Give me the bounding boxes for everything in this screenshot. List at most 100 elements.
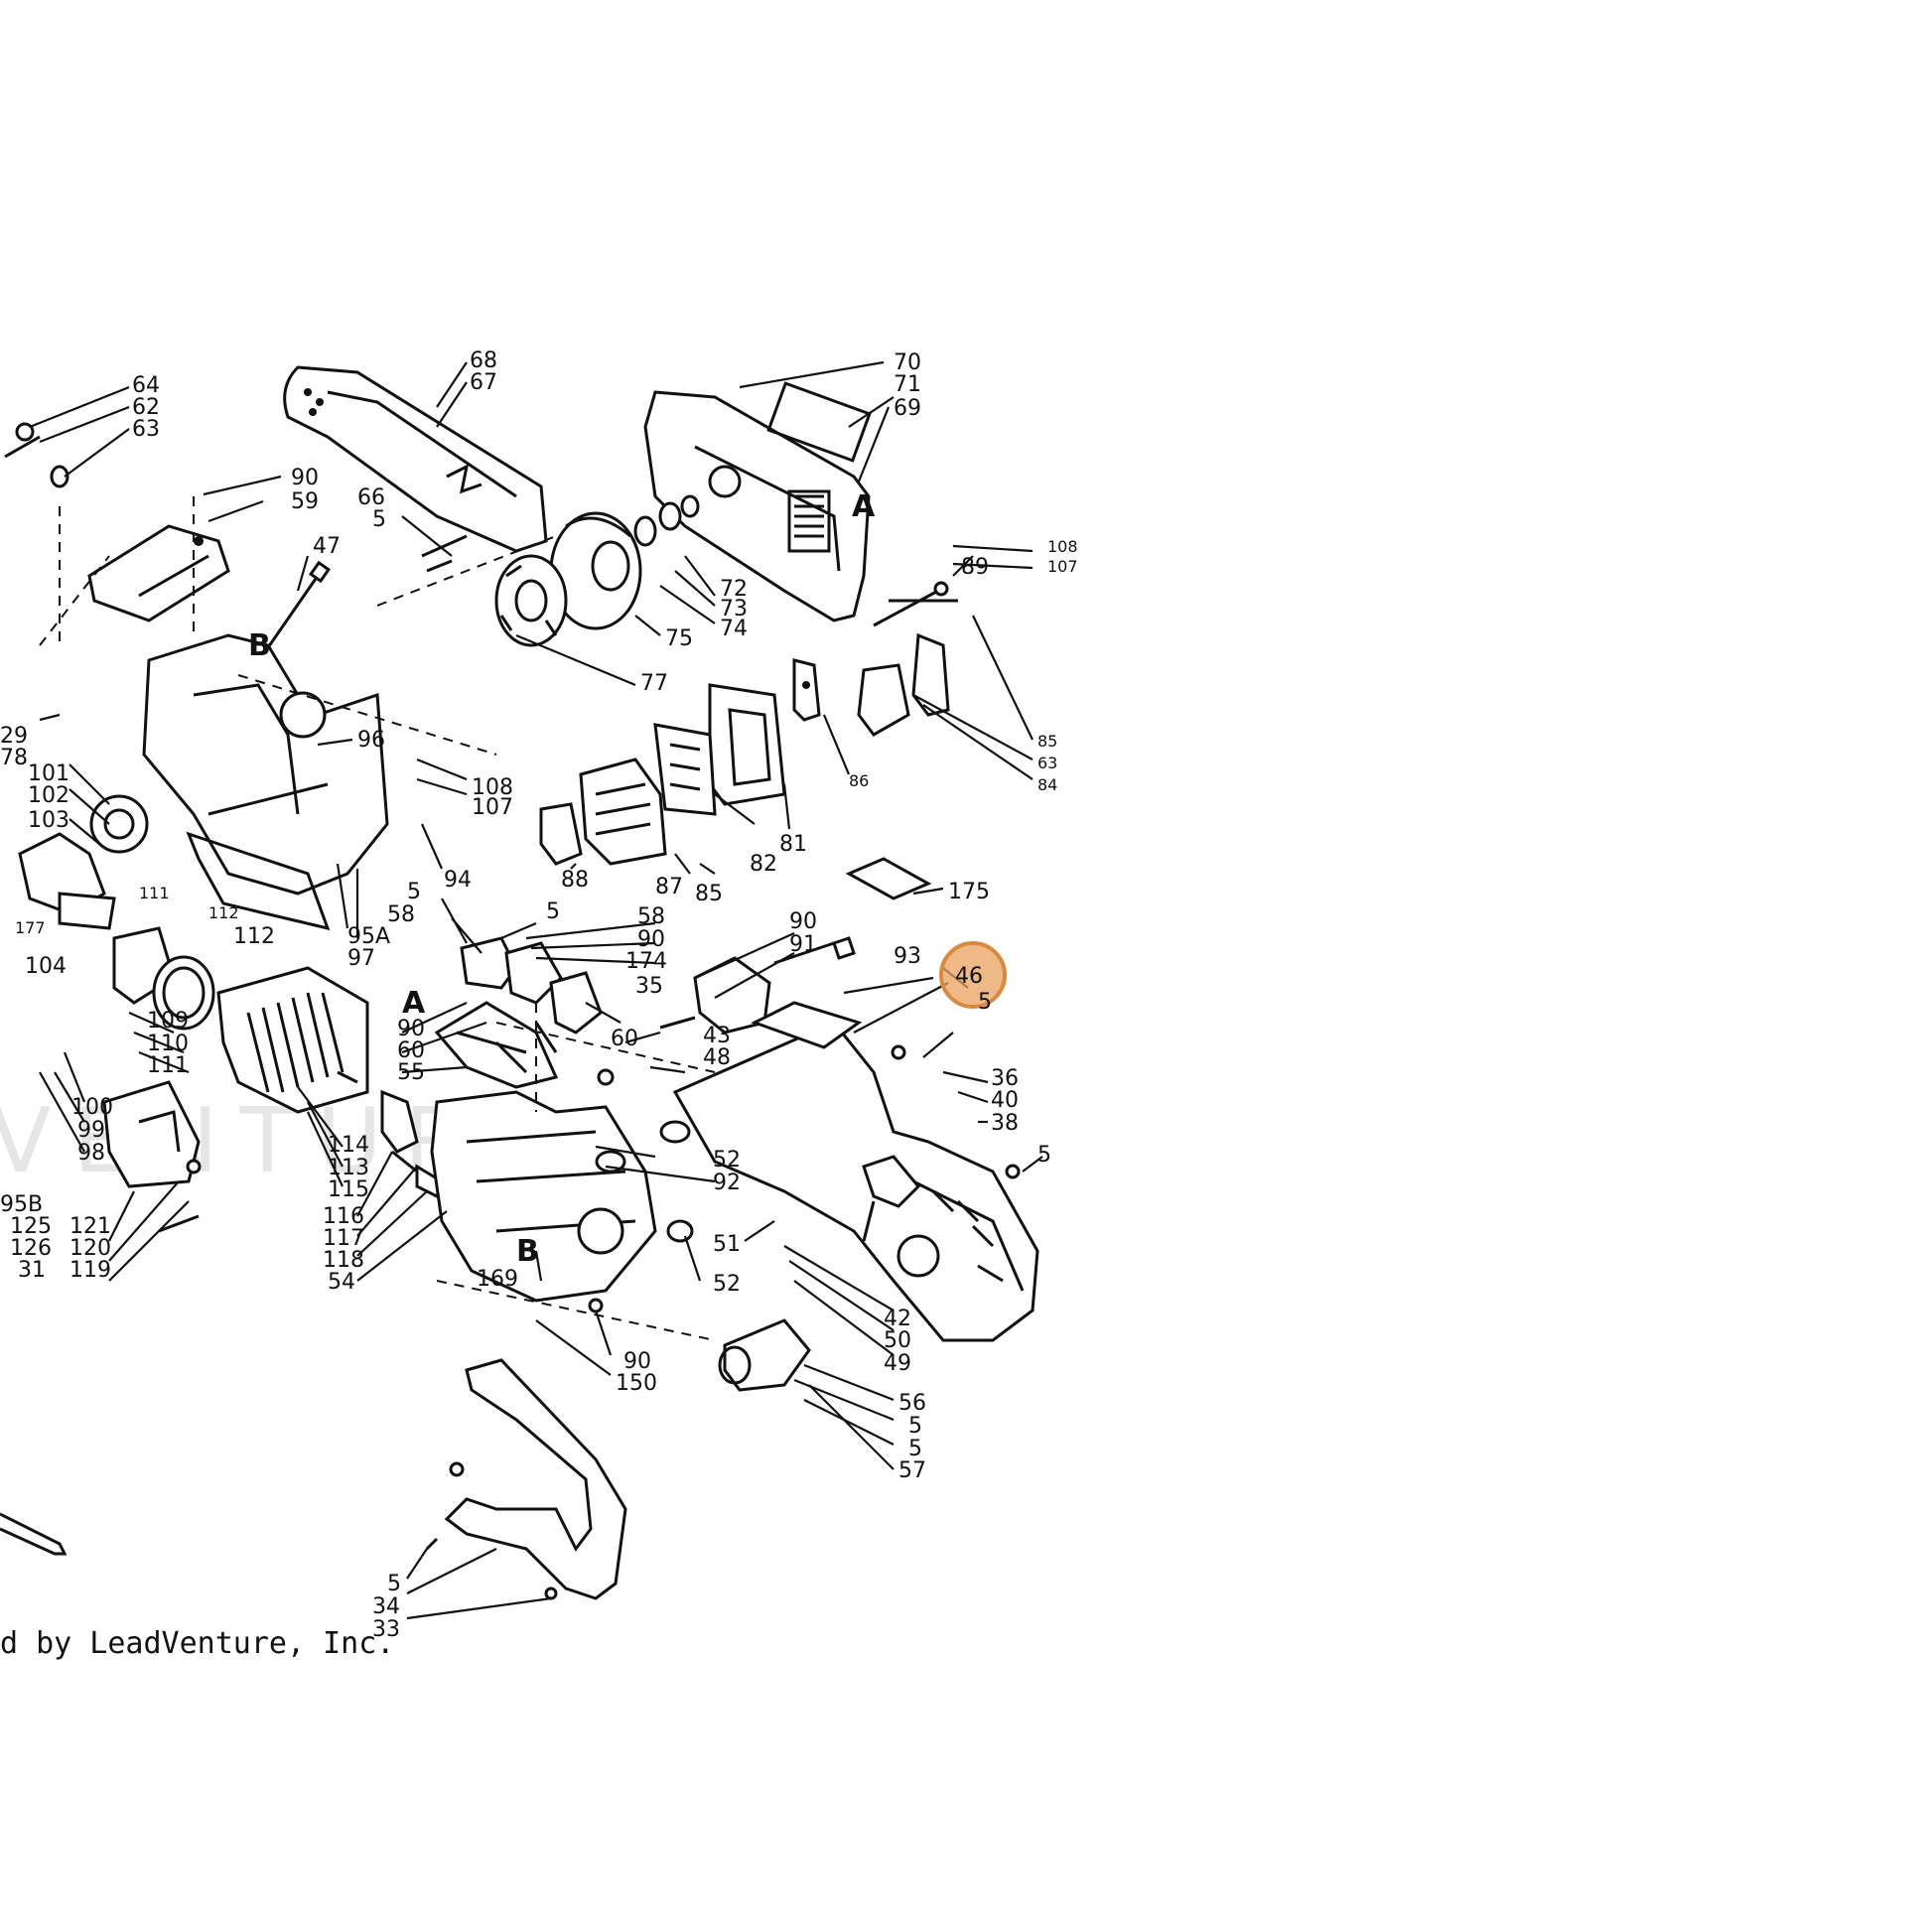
rear-handle-cover[interactable] (672, 1021, 1039, 1342)
callout-60b[interactable]: 60 (397, 1038, 425, 1063)
callout-5[interactable]: 5 (372, 507, 386, 532)
callout-93[interactable]: 93 (894, 944, 921, 969)
highlighted-callout-46[interactable]: 46 (955, 964, 983, 989)
callout-113[interactable]: 113 (328, 1156, 369, 1180)
crankcase-housing[interactable] (142, 633, 389, 896)
callout-38[interactable]: 38 (991, 1111, 1019, 1136)
callout-29[interactable]: 29 (0, 724, 28, 749)
callout-75[interactable]: 75 (665, 626, 693, 651)
decal-93[interactable] (751, 1001, 863, 1049)
callout-169[interactable]: 169 (477, 1267, 518, 1292)
callout-95a[interactable]: 95A (347, 924, 390, 949)
callout-54[interactable]: 54 (328, 1270, 355, 1295)
callout-52[interactable]: 52 (713, 1148, 741, 1173)
callout-85[interactable]: 85 (1037, 732, 1057, 751)
handle-bar[interactable] (434, 1001, 559, 1089)
callout-58[interactable]: 58 (387, 902, 415, 927)
callout-55[interactable]: 55 (397, 1060, 425, 1085)
callout-69[interactable]: 69 (894, 396, 921, 421)
callout-116[interactable]: 116 (323, 1204, 364, 1229)
callout-34[interactable]: 34 (372, 1594, 400, 1619)
callout-110[interactable]: 110 (147, 1032, 189, 1056)
left-screws[interactable] (4, 422, 468, 573)
callout-118[interactable]: 118 (323, 1248, 364, 1273)
piston[interactable] (112, 926, 215, 1031)
callout-73[interactable]: 73 (720, 597, 748, 621)
spark-plug[interactable] (380, 1089, 444, 1199)
oil-cap[interactable] (718, 1318, 811, 1392)
callout-43[interactable]: 43 (703, 1024, 731, 1048)
callout-64[interactable]: 64 (132, 373, 160, 398)
callout-109[interactable]: 109 (147, 1009, 189, 1034)
main-crankcase[interactable] (430, 1090, 694, 1303)
callout-84[interactable]: 84 (1037, 775, 1057, 794)
callout-95b[interactable]: 95B (0, 1192, 43, 1217)
callout-86[interactable]: 86 (849, 771, 869, 790)
callout-101[interactable]: 101 (28, 761, 69, 786)
callout-35[interactable]: 35 (635, 974, 663, 999)
callout-107b[interactable]: 107 (472, 795, 513, 820)
guide-bar[interactable] (283, 365, 548, 553)
filter-frame[interactable] (708, 683, 786, 806)
callout-52b[interactable]: 52 (713, 1272, 741, 1297)
callout-72[interactable]: 72 (720, 577, 748, 602)
air-filter-housing[interactable] (579, 758, 667, 866)
muffler-left[interactable] (102, 1080, 201, 1188)
callout-177[interactable]: 177 (15, 918, 46, 937)
callout-97[interactable]: 97 (347, 946, 375, 971)
callout-175[interactable]: 175 (948, 880, 990, 904)
callout-42[interactable]: 42 (884, 1307, 911, 1331)
callout-107[interactable]: 107 (1047, 557, 1078, 576)
gasket-86[interactable] (792, 658, 821, 722)
callout-5b[interactable]: 5 (407, 880, 421, 904)
callout-104[interactable]: 104 (25, 954, 67, 979)
callout-115[interactable]: 115 (328, 1177, 369, 1202)
clutch-assembly[interactable] (494, 554, 568, 647)
callout-47[interactable]: 47 (313, 534, 341, 559)
callout-174[interactable]: 174 (625, 949, 667, 974)
callout-119[interactable]: 119 (69, 1258, 111, 1283)
pin-89[interactable] (873, 581, 949, 627)
callout-57[interactable]: 57 (898, 1458, 926, 1483)
callout-40[interactable]: 40 (991, 1088, 1019, 1113)
callout-67[interactable]: 67 (470, 370, 497, 395)
callout-90d[interactable]: 90 (397, 1017, 425, 1041)
callout-58b[interactable]: 58 (637, 904, 665, 929)
callout-74[interactable]: 74 (720, 617, 748, 641)
front-handle[interactable] (444, 1358, 627, 1600)
callout-92[interactable]: 92 (713, 1171, 741, 1195)
gasket-88[interactable] (539, 802, 583, 866)
callout-77[interactable]: 77 (640, 671, 668, 696)
small-screws[interactable] (158, 1044, 1021, 1600)
callout-85b[interactable]: 85 (695, 882, 723, 906)
callout-62[interactable]: 62 (132, 395, 160, 420)
callout-121[interactable]: 121 (69, 1214, 111, 1239)
cylinder[interactable] (216, 966, 369, 1114)
spring-washer[interactable] (633, 494, 700, 547)
callout-70[interactable]: 70 (894, 350, 921, 375)
callout-90b[interactable]: 90 (637, 927, 665, 952)
callout-96[interactable]: 96 (357, 728, 385, 753)
callout-5g[interactable]: 5 (387, 1572, 401, 1596)
callout-48[interactable]: 48 (703, 1045, 731, 1070)
callout-5f[interactable]: 5 (908, 1437, 922, 1461)
callout-5e[interactable]: 5 (908, 1414, 922, 1439)
callout-59[interactable]: 59 (291, 489, 319, 514)
callout-50[interactable]: 50 (884, 1328, 911, 1353)
callout-98[interactable]: 98 (77, 1141, 105, 1166)
callout-102[interactable]: 102 (28, 783, 69, 808)
callout-91[interactable]: 91 (789, 932, 817, 957)
callout-68[interactable]: 68 (470, 348, 497, 373)
callout-112[interactable]: 112 (208, 903, 239, 922)
callout-88[interactable]: 88 (561, 868, 589, 893)
callout-33[interactable]: 33 (372, 1617, 400, 1642)
callout-117[interactable]: 117 (323, 1226, 364, 1251)
bar-lower[interactable] (0, 1512, 68, 1556)
crankshaft[interactable] (18, 794, 149, 930)
callout-150[interactable]: 150 (616, 1371, 657, 1396)
callout-126[interactable]: 126 (10, 1236, 52, 1261)
callout-114[interactable]: 114 (328, 1133, 369, 1158)
callout-103[interactable]: 103 (28, 808, 69, 833)
callout-49[interactable]: 49 (884, 1351, 911, 1376)
callout-36[interactable]: 36 (991, 1066, 1019, 1091)
